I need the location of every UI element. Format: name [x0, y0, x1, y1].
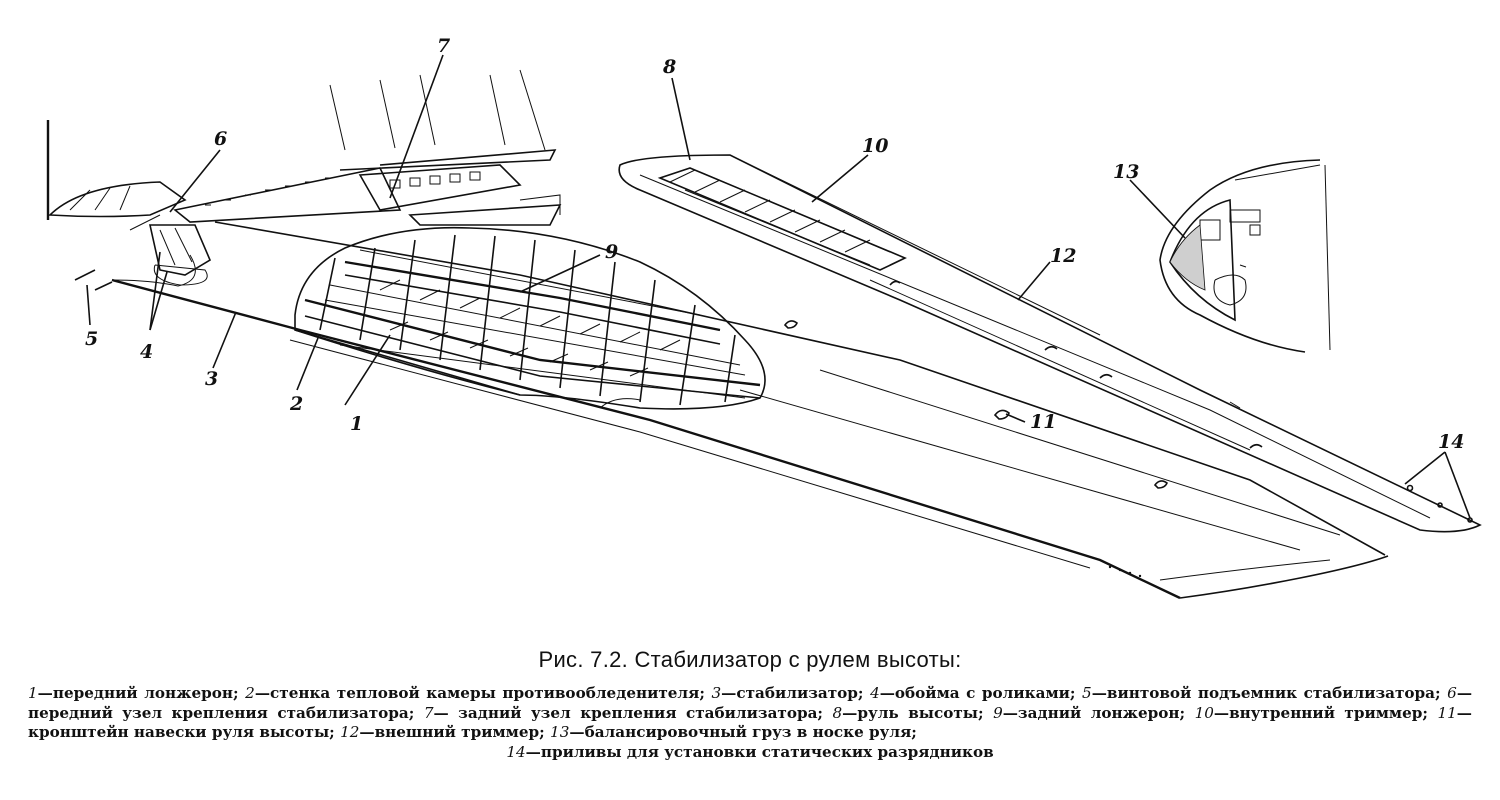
callout-3: 3: [205, 368, 218, 390]
legend-item: 13—балансировочный груз в носке руля;: [550, 723, 917, 741]
elevator: [618, 154, 1482, 533]
legend-item: 8—руль высоты;: [832, 703, 994, 722]
callout-5: 5: [85, 328, 98, 350]
figure-caption-title: Рис. 7.2. Стабилизатор с рулем высоты:: [538, 647, 962, 672]
legend-item: 7— задний узел крепления стабилизатора;: [423, 703, 833, 722]
callout-1: 1: [350, 413, 363, 435]
legend-item: 14—приливы для установки статических раз…: [506, 742, 994, 761]
callout-8: 8: [662, 56, 676, 78]
legend-item: 12—внешний триммер;: [340, 723, 551, 741]
legend-item: 2—стенка тепловой камеры противообледени…: [245, 684, 712, 702]
root-fittings: [46, 69, 562, 291]
legend-item: 5—винтовой подъемник стабилизатора;: [1082, 684, 1448, 702]
legend-item: 4—обойма с роликами;: [870, 684, 1083, 702]
legend-item: 6—передний узел крепления стабилизатора;: [28, 684, 1472, 722]
callout-numbers: 1 2 3 4 5 6 7 8 9 10 11 12 13 14: [85, 35, 1464, 453]
callout-9: 9: [605, 241, 618, 263]
callout-13: 13: [1113, 161, 1139, 183]
leader-lines: [86, 54, 1471, 519]
callout-10: 10: [862, 135, 888, 157]
callout-11: 11: [1030, 411, 1056, 433]
callout-14: 14: [1438, 431, 1464, 453]
callout-7: 7: [437, 35, 450, 57]
detail-inset: [1159, 159, 1331, 353]
legend-item: 10—внутренний триммер;: [1194, 703, 1438, 722]
legend-item: 9—задний лонжерон;: [993, 703, 1195, 722]
callout-2: 2: [289, 393, 303, 415]
callout-12: 12: [1050, 245, 1076, 267]
stabilizer-surface: [111, 221, 1389, 600]
legend-item: 11—кронштейн навески руля высоты;: [28, 703, 1472, 742]
legend-item: 3—стабилизатор;: [711, 684, 871, 702]
stabilizer-drawing: 1 2 3 4 5 6 7 8 9 10 11 12 13 14: [46, 35, 1482, 600]
legend-item: 1—передний лонжерон;: [28, 684, 246, 702]
callout-4: 4: [140, 341, 153, 363]
cutaway-structure: [294, 226, 766, 410]
callout-6: 6: [214, 128, 227, 150]
figure-legend: 1—передний лонжерон; 2—стенка тепловой к…: [28, 684, 1472, 762]
